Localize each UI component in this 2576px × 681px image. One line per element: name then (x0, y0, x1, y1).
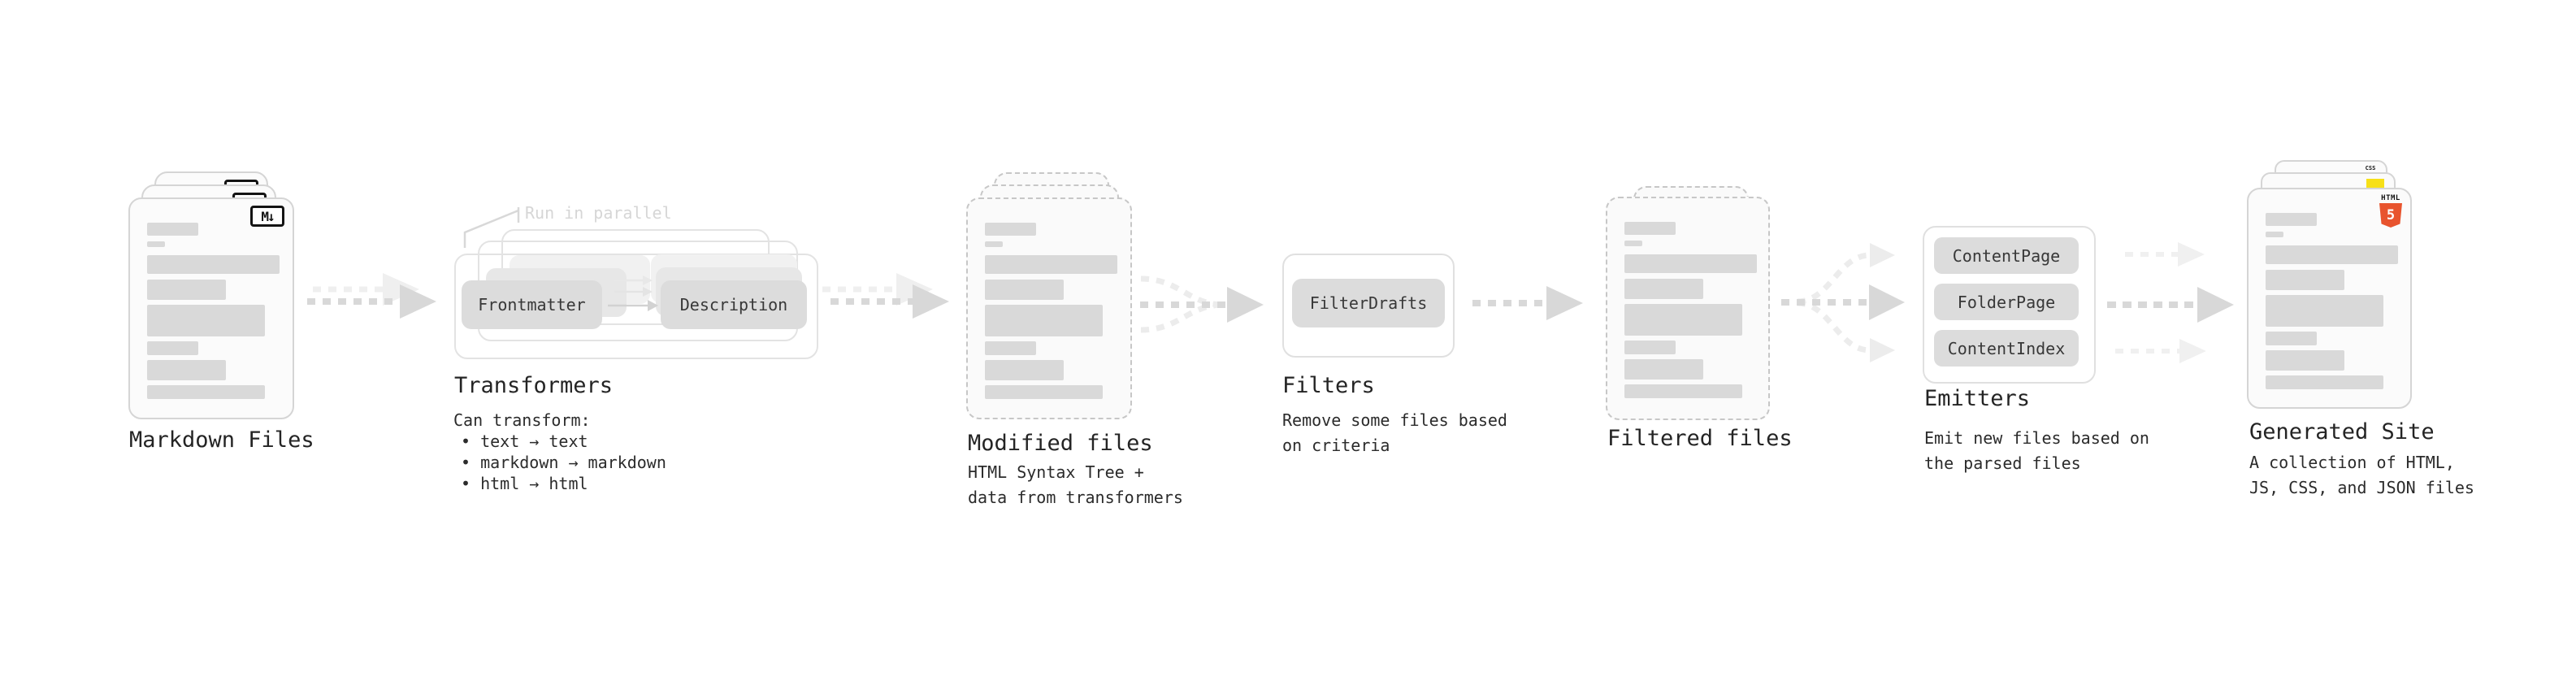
filters-description: Remove some files based on criteria (1282, 408, 1507, 458)
stage-label-filtered-files: Filtered files (1607, 426, 1793, 451)
stage-label-modified-files: Modified files (968, 431, 1153, 456)
modified-files-description: HTML Syntax Tree + data from transformer… (968, 460, 1183, 510)
doc-bar (2266, 375, 2383, 389)
doc-content-placeholder (1607, 198, 1768, 398)
generated-site-description: A collection of HTML, JS, CSS, and JSON … (2249, 450, 2474, 501)
doc-content-placeholder (968, 199, 1130, 399)
doc-bar (985, 360, 1064, 380)
doc-bar (1624, 384, 1742, 398)
stage-label-generated-site: Generated Site (2249, 419, 2435, 445)
doc-bar (147, 255, 280, 274)
description-title: Can transform: (453, 410, 591, 430)
file-card-front (966, 197, 1132, 419)
doc-bar (985, 280, 1064, 300)
transformers-description: Can transform: • text → text • markdown … (453, 410, 666, 494)
doc-bar (147, 241, 165, 247)
doc-bar (2266, 270, 2344, 290)
node-filterdrafts: FilterDrafts (1292, 279, 1445, 327)
stage-label-markdown-files: Markdown Files (129, 427, 314, 453)
description-line: on criteria (1282, 436, 1390, 455)
description-line: Remove some files based (1282, 410, 1507, 430)
doc-bar (1624, 222, 1676, 235)
doc-bar (2266, 295, 2383, 327)
arrow-emitters-to-generated (2107, 242, 2234, 363)
doc-bar (147, 360, 226, 380)
doc-bar (2266, 350, 2344, 371)
markdown-icon: M↓ (250, 206, 284, 227)
doc-content-placeholder (130, 199, 293, 399)
description-line: data from transformers (968, 488, 1183, 507)
file-card-front: M↓ (128, 197, 294, 419)
transformer-run-box-front (454, 254, 818, 359)
doc-bar (2266, 245, 2398, 264)
doc-bar (147, 223, 198, 236)
doc-bar (147, 280, 226, 300)
bullet-item: • html → html (461, 474, 588, 493)
node-folderpage: FolderPage (1934, 284, 2079, 320)
doc-bar (147, 385, 265, 399)
file-card-front-html: HTML 5 (2247, 188, 2412, 409)
node-contentpage: ContentPage (1934, 237, 2079, 274)
stage-label-transformers: Transformers (454, 373, 614, 398)
html5-icon: HTML 5 (2379, 195, 2403, 228)
arrow-filters-to-filtered (1472, 286, 1583, 320)
description-line: JS, CSS, and JSON files (2249, 478, 2474, 497)
doc-bar (2266, 213, 2317, 226)
emitters-description: Emit new files based on the parsed files (1924, 426, 2149, 476)
doc-bar (2266, 332, 2317, 345)
node-description: Description (661, 280, 807, 329)
doc-bar (1624, 359, 1703, 380)
run-in-parallel-annotation: Run in parallel (525, 203, 672, 223)
doc-bar (2266, 232, 2283, 237)
doc-bar (985, 223, 1036, 236)
bullet-item: • text → text (461, 432, 588, 451)
doc-content-placeholder (2249, 189, 2410, 389)
node-contentindex: ContentIndex (1934, 330, 2079, 367)
doc-bar (985, 385, 1103, 399)
doc-bar (1624, 241, 1642, 246)
doc-bar (1624, 304, 1742, 336)
doc-bar (147, 305, 265, 336)
description-line: HTML Syntax Tree + (968, 462, 1144, 482)
doc-bar (985, 241, 1003, 247)
arrow-markdown-to-transformers (307, 273, 436, 319)
description-line: A collection of HTML, (2249, 453, 2455, 472)
node-frontmatter: Frontmatter (462, 280, 602, 329)
arrow-filtered-to-emitters (1781, 243, 1905, 362)
arrow-transformers-to-modified (822, 273, 949, 319)
arrow-modified-to-filters (1140, 275, 1264, 333)
doc-bar (1624, 340, 1676, 354)
doc-bar (985, 341, 1036, 355)
stage-label-emitters: Emitters (1924, 386, 2031, 411)
doc-bar (985, 305, 1103, 336)
stage-label-filters: Filters (1282, 373, 1375, 398)
bullet-item: • markdown → markdown (461, 453, 666, 472)
doc-bar (147, 341, 198, 355)
file-card-front (1606, 197, 1770, 420)
description-line: Emit new files based on (1924, 428, 2149, 448)
description-line: the parsed files (1924, 453, 2081, 473)
doc-bar (1624, 254, 1757, 273)
doc-bar (1624, 279, 1703, 299)
doc-bar (985, 255, 1117, 274)
